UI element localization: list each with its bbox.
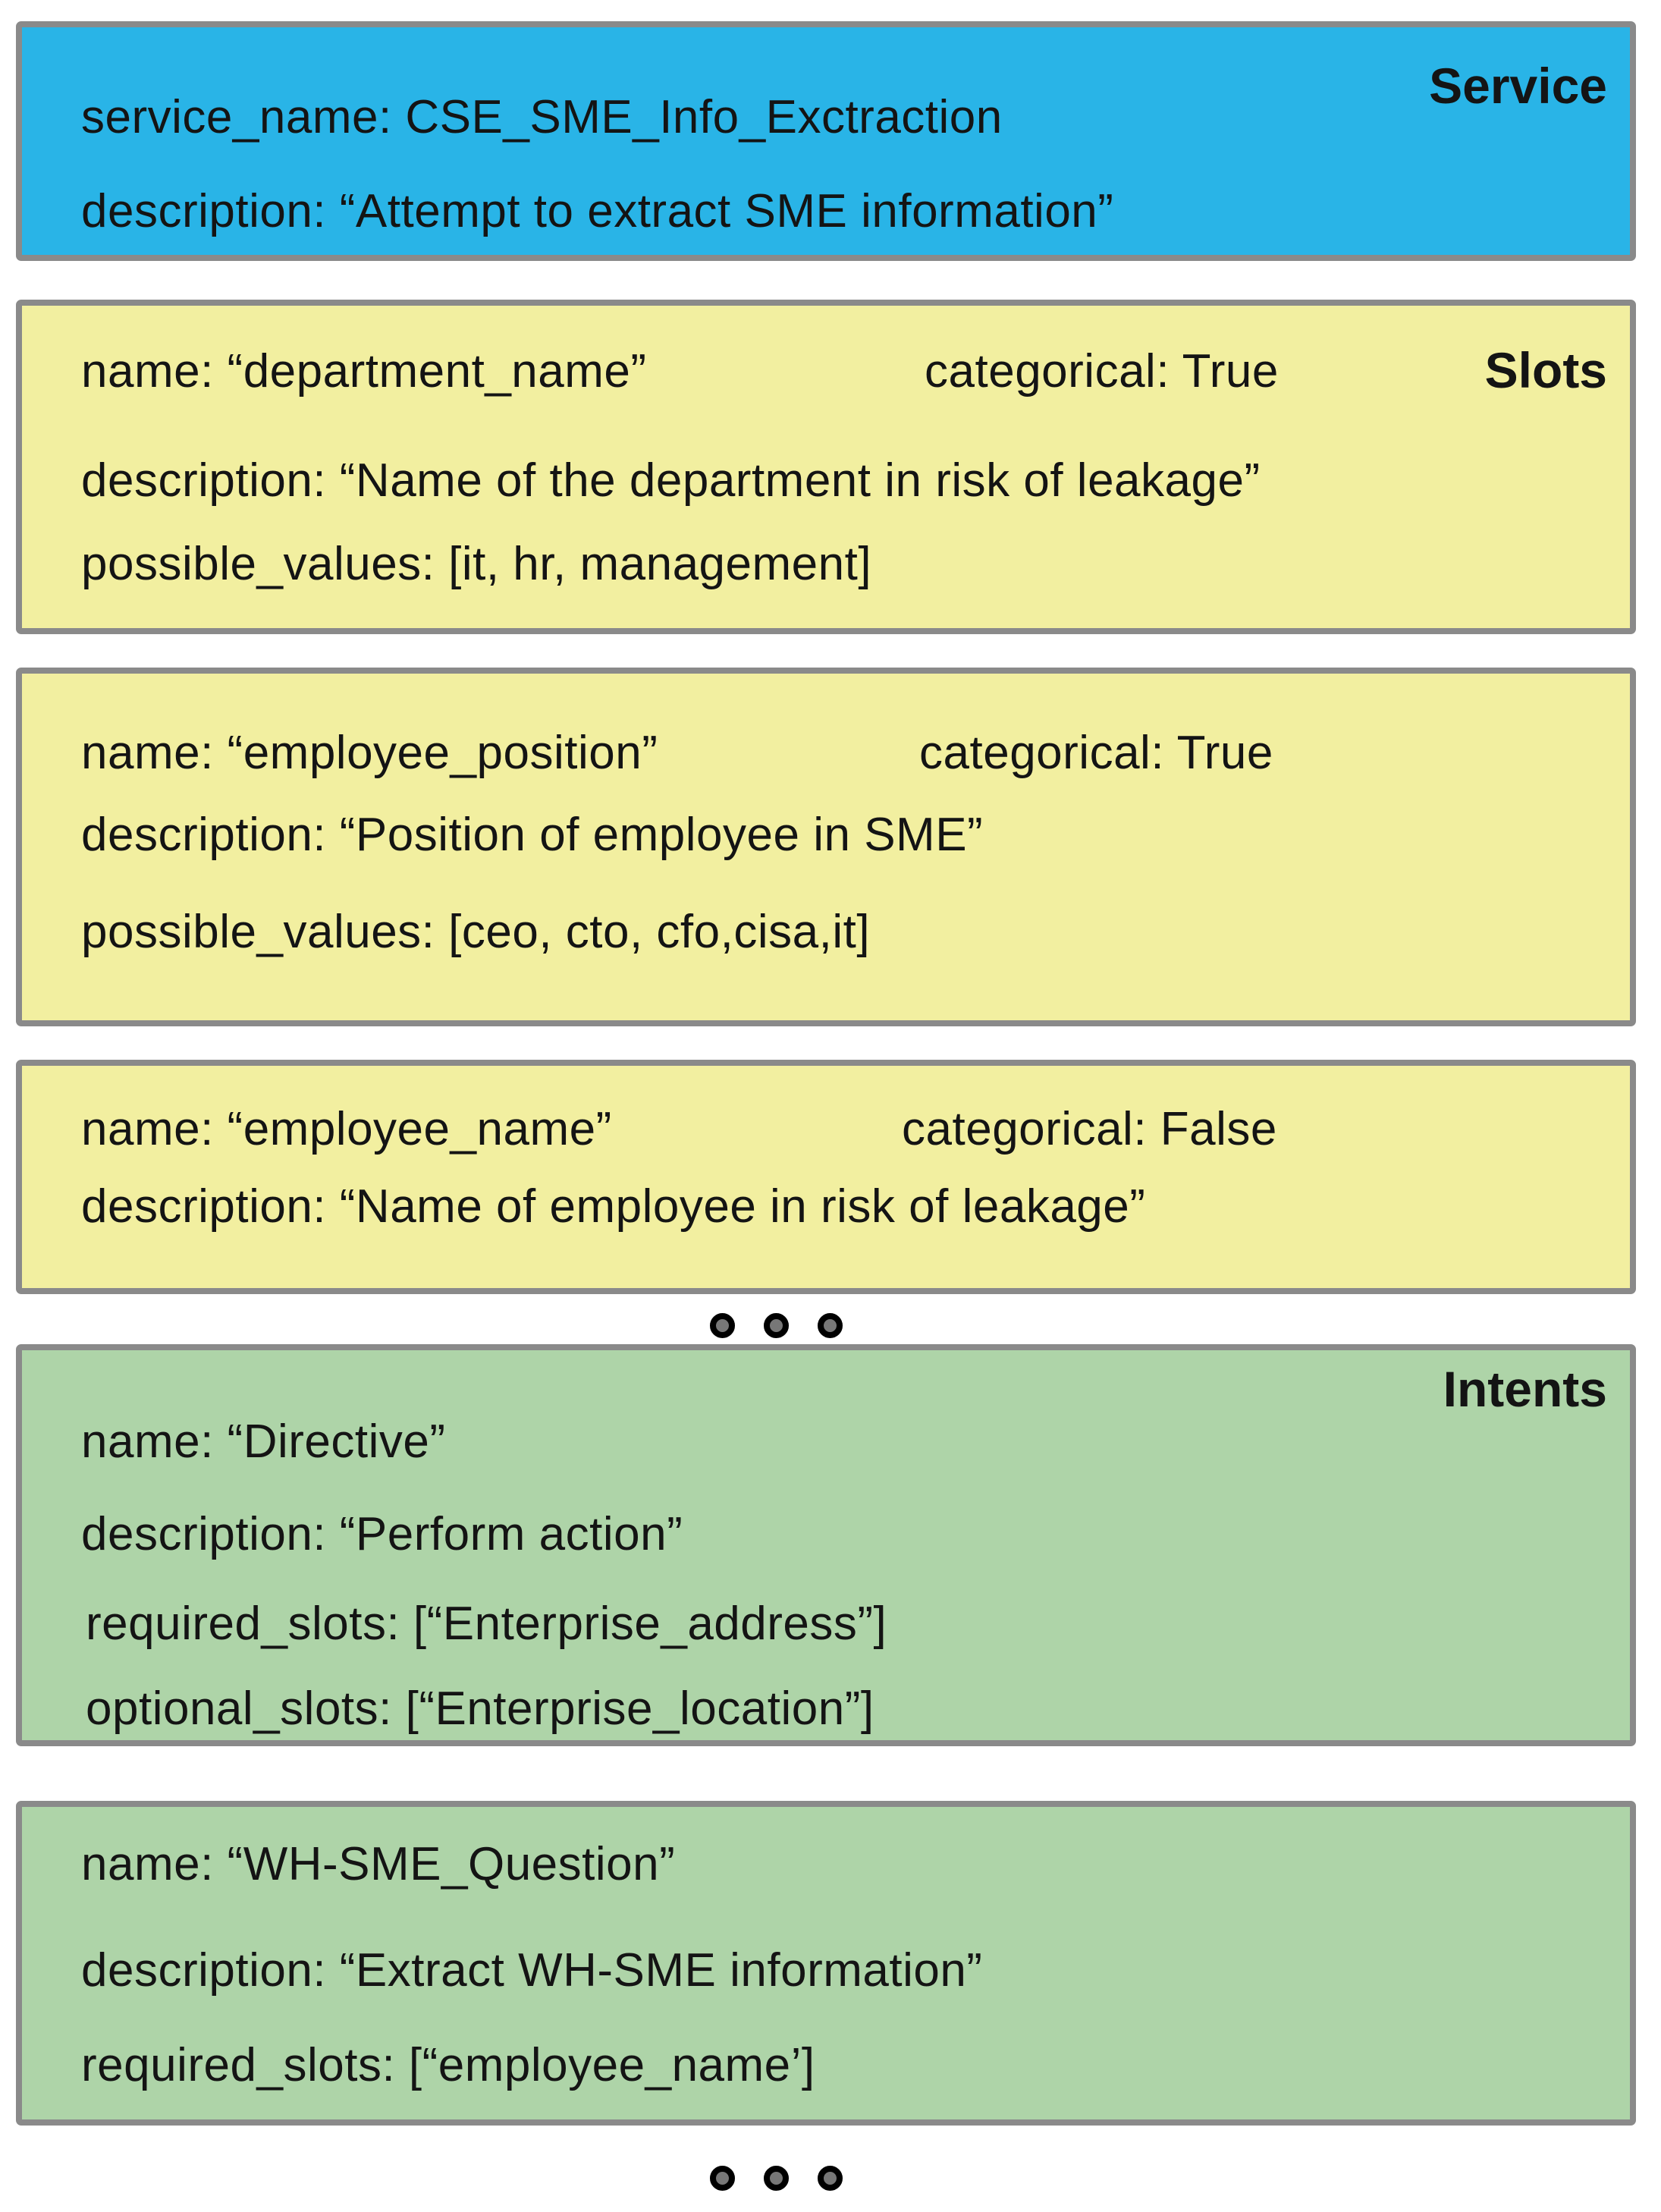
intent-box-wh-sme-question: name: “WH-SME_Question” description: “Ex… xyxy=(16,1801,1636,2126)
intents-section-label: Intents xyxy=(1443,1361,1607,1417)
ellipsis-dot-icon xyxy=(764,1313,789,1338)
ellipsis-dot-icon xyxy=(818,1313,843,1338)
intent-optional-slots-line: optional_slots: [“Enterprise_location”] xyxy=(86,1683,874,1735)
slot-box-employee-position: name: “employee_position” categorical: T… xyxy=(16,668,1636,1026)
slot-name-line: name: “employee_position” xyxy=(81,727,658,779)
intent-name-line: name: “WH-SME_Question” xyxy=(81,1838,676,1890)
slot-name-line: name: “department_name” xyxy=(81,345,647,397)
slot-description-line: description: “Name of employee in risk o… xyxy=(81,1180,1146,1233)
ellipsis-dot-icon xyxy=(710,1313,735,1338)
service-name-line: service_name: CSE_SME_Info_Exctraction xyxy=(81,91,1003,143)
slot-description-line: description: “Name of the department in … xyxy=(81,454,1261,507)
ellipsis-dot-icon xyxy=(764,2166,789,2191)
intent-description-line: description: “Extract WH-SME information… xyxy=(81,1944,983,1997)
service-description-line: description: “Attempt to extract SME inf… xyxy=(81,185,1114,237)
intent-description-line: description: “Perform action” xyxy=(81,1508,683,1560)
service-section-label: Service xyxy=(1429,58,1607,114)
intent-box-directive: Intents name: “Directive” description: “… xyxy=(16,1344,1636,1746)
intent-required-slots-line: required_slots: [“employee_name’] xyxy=(81,2039,815,2091)
intent-name-line: name: “Directive” xyxy=(81,1415,446,1468)
ellipsis-dot-icon xyxy=(710,2166,735,2191)
three-dots-icon xyxy=(710,1313,843,1338)
slot-description-line: description: “Position of employee in SM… xyxy=(81,809,984,861)
slot-possible-values-line: possible_values: [ceo, cto, cfo,cisa,it] xyxy=(81,906,871,958)
slot-categorical-line: categorical: False xyxy=(902,1103,1277,1155)
three-dots-icon xyxy=(710,2166,843,2191)
slot-box-employee-name: name: “employee_name” categorical: False… xyxy=(16,1060,1636,1294)
slot-categorical-line: categorical: True xyxy=(919,727,1273,779)
slots-section-label: Slots xyxy=(1484,342,1607,398)
service-box: Service service_name: CSE_SME_Info_Exctr… xyxy=(16,21,1636,261)
ellipsis-dot-icon xyxy=(818,2166,843,2191)
slot-box-department-name: Slots name: “department_name” categorica… xyxy=(16,300,1636,634)
intent-required-slots-line: required_slots: [“Enterprise_address”] xyxy=(86,1598,887,1650)
slot-categorical-line: categorical: True xyxy=(925,345,1279,397)
slot-possible-values-line: possible_values: [it, hr, management] xyxy=(81,538,872,590)
slot-name-line: name: “employee_name” xyxy=(81,1103,612,1155)
